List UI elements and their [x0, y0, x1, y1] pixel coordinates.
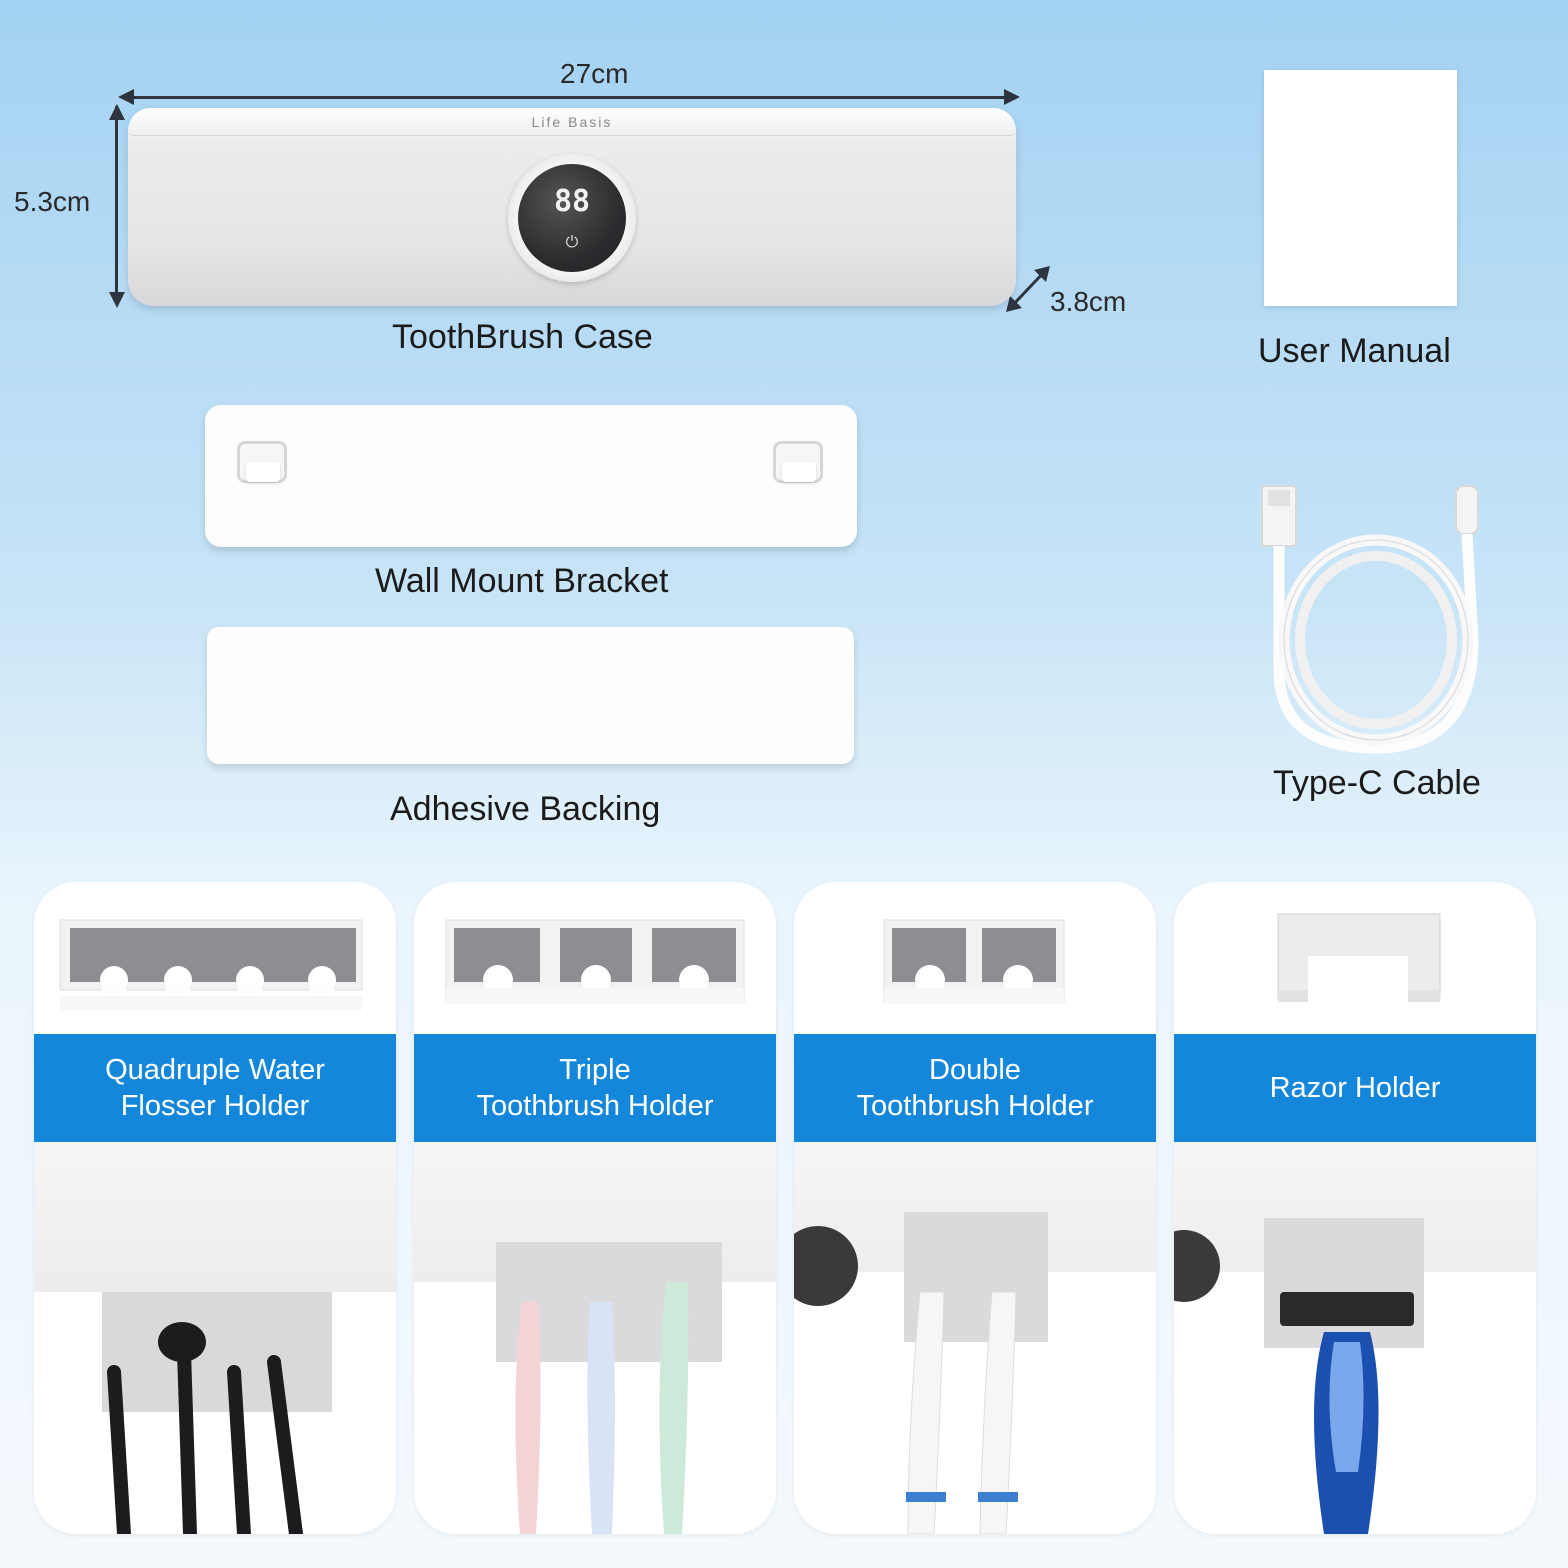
- toothbrush-case: Life Basis 88 ⏻: [128, 108, 1016, 306]
- height-arrow-heads: [109, 104, 125, 308]
- triple-toothbrush-photo: [414, 1142, 776, 1534]
- display-panel: 88 ⏻: [508, 154, 636, 282]
- user-manual: [1264, 70, 1457, 306]
- height-dimension: 5.3cm: [14, 186, 91, 217]
- razor-holder-label: Razor Holder: [1174, 1034, 1536, 1142]
- width-dimension: 27cm: [560, 58, 629, 89]
- toothbrush-case-label: ToothBrush Case: [392, 318, 653, 356]
- type-c-cable-image: [1261, 485, 1479, 754]
- double-holder-image: [883, 919, 1065, 1004]
- bracket-hook-left: [237, 441, 287, 483]
- razor-holder-card: Razor Holder: [1174, 882, 1536, 1534]
- power-icon: ⏻: [565, 234, 579, 251]
- depth-dimension: 3.8cm: [1050, 286, 1127, 317]
- razor-holder-image: [1277, 913, 1441, 1002]
- case-lid: Life Basis: [128, 108, 1016, 136]
- bracket-hook-right: [773, 441, 823, 483]
- quadruple-holder-image: [59, 919, 363, 1010]
- razor-photo: [1174, 1142, 1536, 1534]
- depth-arrow: [1006, 266, 1050, 312]
- display-digits: 88: [553, 184, 591, 219]
- width-arrow-heads: [118, 89, 1020, 105]
- wall-mount-bracket: [205, 405, 857, 547]
- adhesive-backing: [207, 627, 854, 764]
- brand-logo: Life Basis: [531, 114, 613, 130]
- user-manual-label: User Manual: [1258, 332, 1451, 370]
- height-arrow: [115, 106, 118, 304]
- triple-holder-image: [445, 919, 745, 1004]
- double-toothbrush-photo: [794, 1142, 1156, 1534]
- type-c-cable-label: Type-C Cable: [1273, 764, 1481, 802]
- led-display: 88 ⏻: [518, 164, 626, 272]
- adhesive-backing-label: Adhesive Backing: [390, 790, 661, 828]
- width-arrow: [122, 96, 1016, 99]
- quadruple-flosser-photo: [34, 1142, 396, 1534]
- wall-mount-bracket-label: Wall Mount Bracket: [375, 562, 669, 600]
